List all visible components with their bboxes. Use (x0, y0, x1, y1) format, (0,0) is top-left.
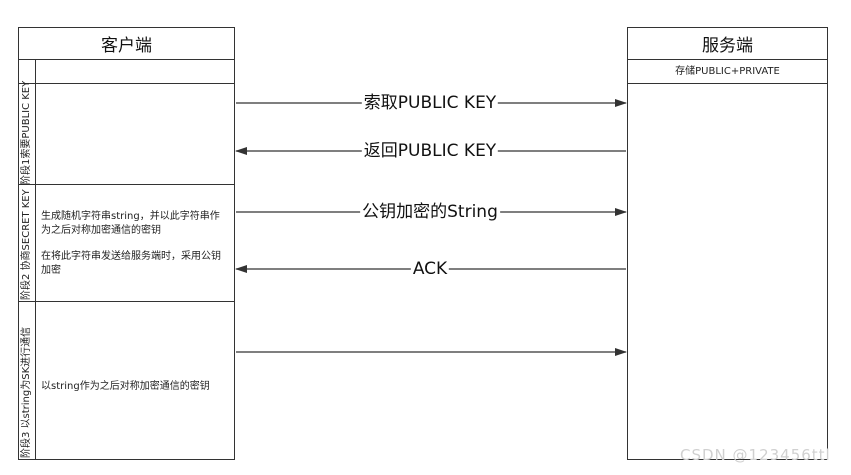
stage-1-row (18, 84, 235, 185)
client-lifeline (18, 27, 235, 460)
stage-2-note-1: 生成随机字符串string，并以此字符串作为之后对称加密通信的密钥 (41, 211, 220, 236)
message-label-4: ACK (410, 259, 450, 279)
client-header-row (18, 59, 235, 84)
stage-2-note-2: 在将此字符串发送给服务端时，采用公钥加密 (41, 251, 221, 276)
stage-label-column (35, 59, 36, 460)
server-storage-note: 存储PUBLIC+PRIVATE (627, 59, 828, 84)
message-label-3: 公钥加密的String (360, 202, 500, 222)
stage-3-note-1: 以string作为之后对称加密通信的密钥 (41, 381, 210, 392)
stage-2-row (18, 185, 235, 302)
server-lifeline (627, 27, 828, 460)
server-title: 服务端 (627, 27, 828, 60)
watermark: CSDN @123456ttl (680, 446, 831, 464)
message-label-2: 返回PUBLIC KEY (361, 141, 499, 161)
client-title: 客户端 (18, 27, 235, 60)
message-label-1: 索取PUBLIC KEY (361, 93, 499, 113)
